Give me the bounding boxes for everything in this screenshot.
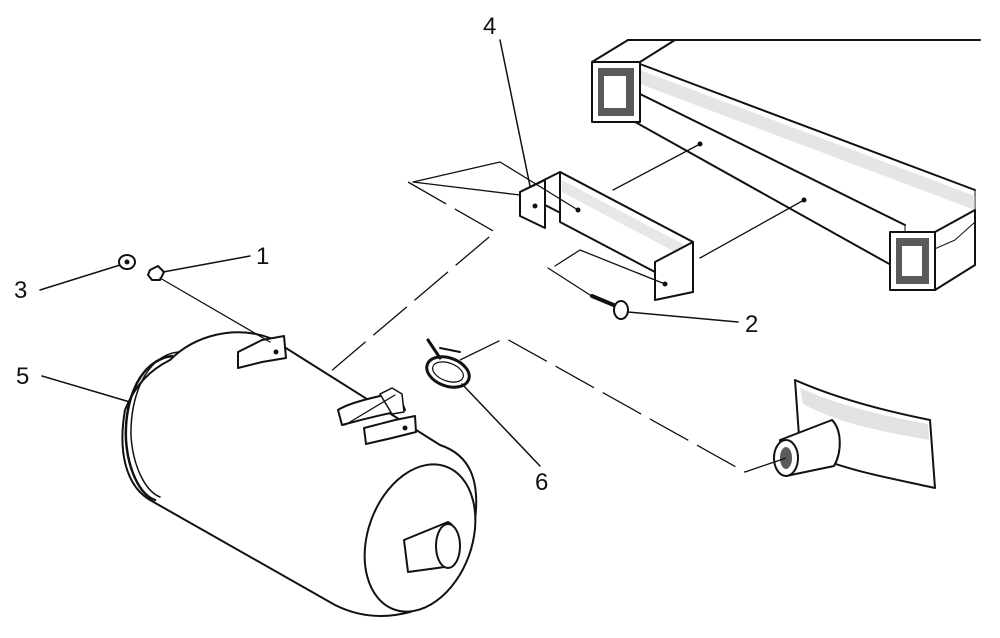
exhaust-outlet: [773, 379, 936, 489]
callout-2: 2: [627, 311, 758, 338]
callout-label-1: 1: [256, 243, 269, 270]
callout-6: 6: [461, 383, 548, 496]
callout-1: 1: [162, 243, 269, 273]
callout-label-3: 3: [14, 277, 27, 304]
callout-4: 4: [483, 13, 531, 187]
callout-5: 5: [16, 363, 131, 403]
callout-label-6: 6: [535, 469, 548, 496]
callout-label-5: 5: [16, 363, 29, 390]
callout-3: 3: [14, 264, 121, 304]
muffler-bracket: [519, 171, 694, 301]
muffler: [121, 331, 478, 617]
callout-label-4: 4: [483, 13, 496, 40]
exhaust-clamp: [425, 338, 471, 389]
lock-washer: [118, 254, 136, 270]
callout-label-2: 2: [745, 311, 758, 338]
assembly-lines: [159, 143, 805, 473]
nut: [147, 265, 165, 281]
bolt: [590, 294, 629, 320]
frame-rail: [591, 39, 981, 291]
